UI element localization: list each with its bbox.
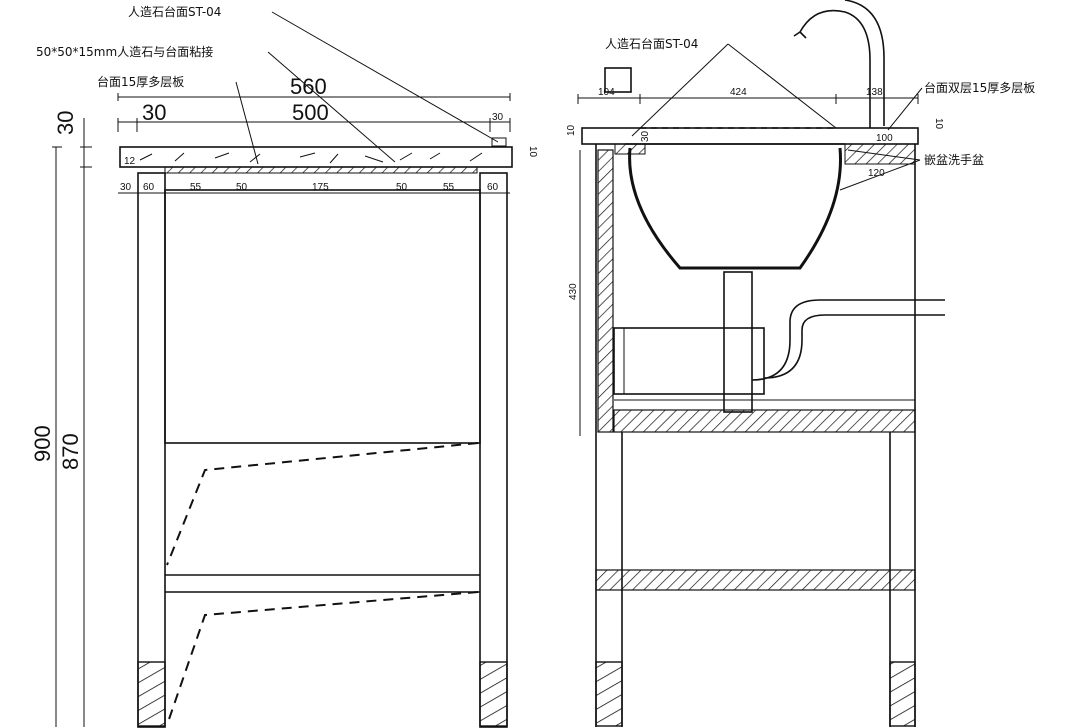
side-dimensions: 104 424 138 10 10 30 100 120 430 [566, 87, 944, 436]
dim-424: 424 [730, 87, 747, 98]
dim-430: 430 [568, 283, 579, 300]
dim-bottom-3: 50 [236, 182, 248, 193]
drain-pipe [723, 271, 753, 413]
dim-bottom-5: 50 [396, 182, 408, 193]
dim-900: 900 [30, 425, 55, 462]
dim-30-left: 30 [142, 100, 166, 125]
side-right-leg-foot [889, 661, 916, 727]
dim-104: 104 [598, 87, 615, 98]
dim-120: 120 [868, 168, 885, 179]
p-trap [751, 299, 945, 381]
front-right-leg [479, 172, 508, 728]
soap-dispenser [604, 67, 632, 93]
dim-100: 100 [876, 133, 893, 144]
side-section: 104 424 138 10 10 30 100 120 430 人造石台面ST… [566, 0, 1035, 727]
label-front-stone: 人造石台面ST-04 [128, 4, 221, 19]
front-vertical-dimensions: 30 900 870 [30, 111, 92, 727]
dim-bottom-0: 30 [120, 182, 132, 193]
dim-30-vert: 30 [53, 111, 78, 135]
dim-870: 870 [58, 433, 83, 470]
label-front-glue: 50*50*15mm人造石与台面粘接 [36, 44, 213, 59]
dim-30-right: 30 [492, 112, 504, 123]
front-right-leg-foot [479, 661, 508, 727]
dim-bottom-1: 60 [143, 182, 155, 193]
dim-bottom-4: 175 [312, 182, 329, 193]
basin-bowl [628, 147, 842, 270]
dim-bottom-2: 55 [190, 182, 202, 193]
side-labels: 人造石台面ST-04 台面双层15厚多层板 嵌盆洗手盆 [605, 36, 1035, 191]
side-low-shelf [595, 569, 916, 591]
dim-12: 12 [124, 156, 136, 167]
dim-10: 10 [527, 146, 538, 158]
dim-10b-side: 10 [933, 118, 944, 130]
dim-bottom-7: 60 [487, 182, 499, 193]
dim-30-side: 30 [640, 130, 651, 142]
front-left-leg [137, 172, 166, 728]
label-side-stone: 人造石台面ST-04 [605, 36, 698, 51]
front-hidden-line-1 [166, 442, 479, 566]
front-countertop-stone-texture [139, 152, 483, 164]
front-labels: 人造石台面ST-04 50*50*15mm人造石与台面粘接 台面15厚多层板 [36, 4, 499, 165]
front-left-leg-foot [137, 661, 166, 727]
front-board-strip [164, 166, 478, 174]
dim-bottom-6: 55 [443, 182, 455, 193]
side-back-panel [597, 149, 614, 433]
front-cabinet-upper [164, 189, 481, 444]
faucet [793, 0, 885, 128]
dim-10-side: 10 [566, 124, 577, 136]
dim-138: 138 [866, 87, 883, 98]
label-front-board: 台面15厚多层板 [97, 74, 184, 89]
side-mid-shelf [613, 409, 916, 433]
front-bottom-dimensions: 30 60 55 50 175 50 55 60 [118, 182, 510, 194]
drawer-box [613, 327, 765, 395]
front-hidden-line-2 [166, 591, 479, 726]
label-side-board: 台面双层15厚多层板 [924, 80, 1035, 95]
dim-500: 500 [292, 100, 329, 125]
label-side-basin: 嵌盆洗手盆 [924, 153, 984, 167]
side-left-leg-foot [595, 661, 623, 727]
front-elevation: 560 30 500 30 10 12 30 900 870 30 60 55 … [30, 4, 538, 728]
